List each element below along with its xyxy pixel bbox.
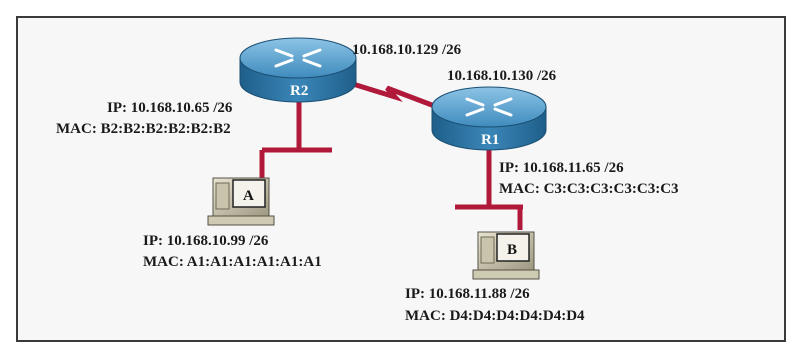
host-b[interactable]: B [472, 231, 540, 280]
diagram-frame [16, 16, 786, 342]
r1-lan-ip-label: IP: 10.168.11.65 /26 [499, 160, 624, 176]
router-r2[interactable]: R2 [239, 37, 357, 103]
router-arrows-icon [465, 97, 513, 117]
host-a-ip-label: IP: 10.168.10.99 /26 [143, 233, 269, 249]
router-r2-label: R2 [290, 83, 308, 99]
host-a[interactable]: A [207, 177, 275, 226]
router-r1-label: R1 [481, 132, 499, 148]
r1-lan-mac-label: MAC: C3:C3:C3:C3:C3:C3 [499, 181, 679, 197]
r2-lan-segment [259, 100, 332, 182]
serial-link [339, 77, 446, 113]
r1-lan-segment [455, 150, 523, 230]
host-b-label: B [507, 242, 517, 258]
host-b-ip-label: IP: 10.168.11.88 /26 [405, 286, 530, 302]
host-a-label: A [243, 188, 254, 204]
host-b-mac-label: MAC: D4:D4:D4:D4:D4:D4 [405, 308, 585, 324]
router-arrows-icon [274, 48, 322, 68]
router-r1[interactable]: R1 [431, 86, 547, 151]
wan-r1-ip-label: 10.168.10.130 /26 [447, 68, 557, 84]
host-a-mac-label: MAC: A1:A1:A1:A1:A1:A1 [143, 254, 322, 270]
r2-lan-ip-label: IP: 10.168.10.65 /26 [107, 100, 233, 116]
r2-lan-mac-label: MAC: B2:B2:B2:B2:B2:B2 [56, 121, 231, 137]
wan-r2-ip-label: 10.168.10.129 /26 [352, 42, 462, 58]
